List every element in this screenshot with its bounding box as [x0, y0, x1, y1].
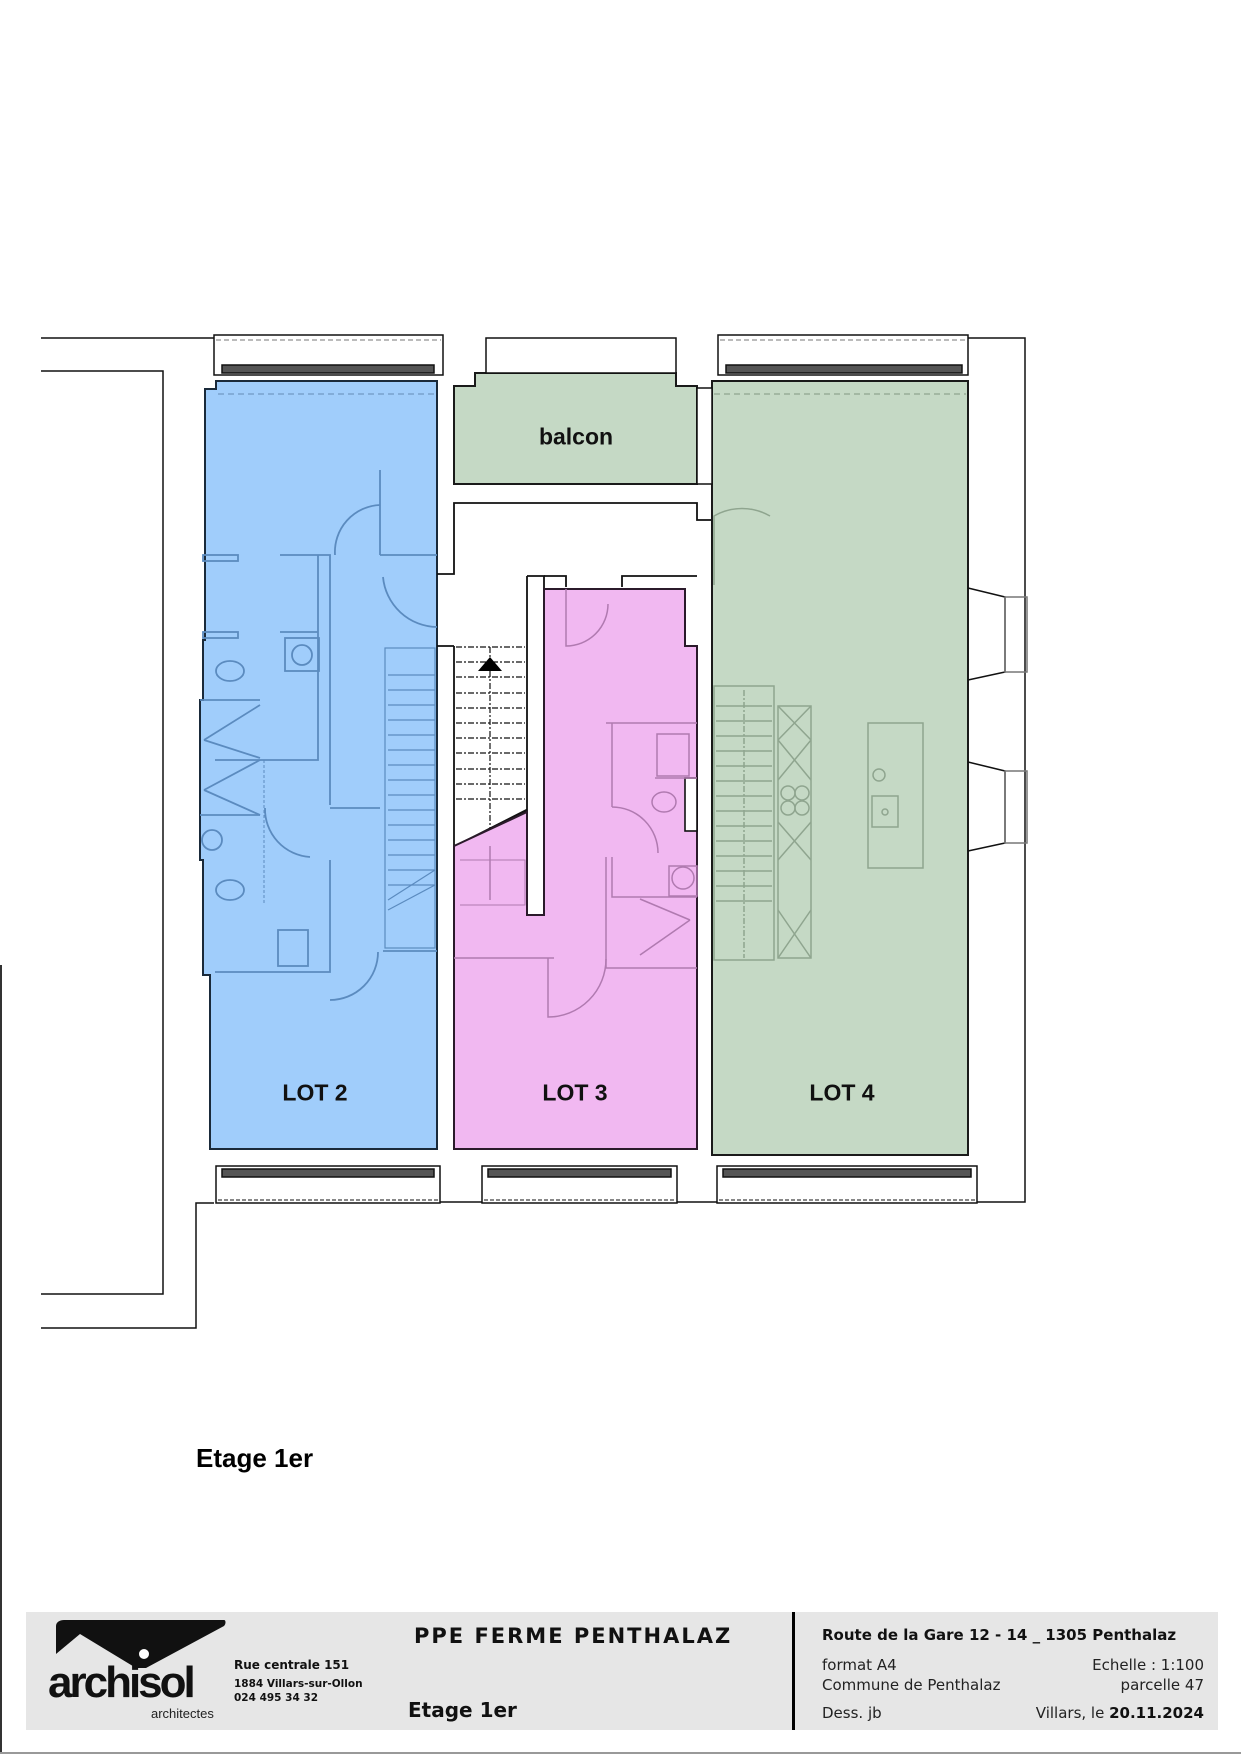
- drawing-title: Etage 1er: [408, 1698, 517, 1722]
- archisol-logo: archisol architectes: [36, 1618, 236, 1724]
- project-title: PPE FERME PENTHALAZ: [414, 1624, 733, 1648]
- office-phone: 024 495 34 32: [234, 1692, 319, 1704]
- date-prefix: Villars, le: [1035, 1704, 1110, 1722]
- drawn-by: Dess. jb: [822, 1704, 882, 1722]
- windows-top: [213, 334, 1026, 1203]
- logo-subtitle: architectes: [151, 1706, 214, 1721]
- page-border-bottom: [0, 1752, 1241, 1754]
- balcon-area: [453, 372, 698, 485]
- room-label-balcon: balcon: [538, 423, 614, 450]
- lot-2-area: [199, 380, 438, 1150]
- floor-plan-drawing: [41, 334, 1028, 1329]
- lot-3-area: [453, 588, 698, 1150]
- site-address: Route de la Gare 12 - 14 _ 1305 Penthala…: [822, 1626, 1177, 1644]
- page-border-left: [0, 965, 2, 1754]
- room-label-lot-4: LOT 4: [809, 1079, 875, 1106]
- room-label-lot-2: LOT 2: [282, 1079, 348, 1106]
- date-value: 20.11.2024: [1109, 1704, 1204, 1722]
- title-block: archisol architectes Rue centrale 151 18…: [26, 1612, 1218, 1730]
- office-street: Rue centrale 151: [234, 1658, 350, 1672]
- neighbour-outline: [41, 337, 214, 1329]
- windows-bottom: [215, 1165, 978, 1204]
- title-block-divider: [792, 1612, 795, 1730]
- drawing-scale: Echelle : 1:100: [1092, 1656, 1204, 1674]
- logo-wordmark: archisol: [48, 1658, 196, 1707]
- windows-side: [967, 587, 1028, 852]
- date-line: Villars, le 20.11.2024: [1036, 1704, 1204, 1722]
- commune: Commune de Penthalaz: [822, 1676, 1001, 1694]
- office-city: 1884 Villars-sur-Ollon: [234, 1678, 363, 1690]
- room-label-lot-3: LOT 3: [542, 1079, 608, 1106]
- house-roof-logo-icon: [56, 1620, 226, 1668]
- paper-format: format A4: [822, 1656, 897, 1674]
- floor-label: Etage 1er: [196, 1443, 314, 1473]
- stair-up-arrow-icon: [478, 657, 502, 671]
- lot-4-area: [711, 380, 969, 1156]
- parcel-number: parcelle 47: [1120, 1676, 1204, 1694]
